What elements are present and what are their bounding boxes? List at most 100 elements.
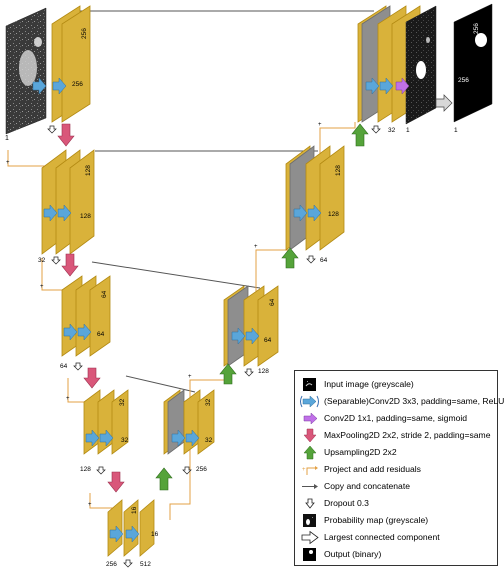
enc2-feature-maps (41, 149, 95, 255)
conv1x1-sigmoid-icon (303, 412, 318, 425)
legend-text: Probability map (greyscale) (324, 515, 429, 525)
legend-item-residual: + Project and add residuals (295, 462, 497, 477)
dec4-channels-label: 256 (196, 466, 207, 473)
enc3-channels-label: 64 (60, 363, 68, 370)
dec3-size-side-label: 64 (264, 337, 272, 344)
maxpool-arrow-2 (61, 253, 79, 277)
conv-arrow-input (32, 77, 47, 95)
legend-item-probability-map: Probability map (greyscale) (295, 513, 497, 528)
conv-arrow-dec3a (231, 327, 246, 345)
largest-component-arrow (435, 94, 453, 112)
legend-item-dropout: Dropout 0.3 (295, 496, 497, 511)
conv-arrow-bottleneck-a (109, 525, 124, 543)
upsample-arrow-1 (155, 467, 173, 491)
enc4-channels-label: 128 (80, 466, 91, 473)
probability-map-channels-label: 1 (406, 127, 410, 134)
dropout-arrow-dec1 (371, 125, 381, 134)
legend-text: Output (binary) (324, 549, 382, 559)
enc2-channels-label: 32 (38, 257, 46, 264)
legend-item-upsampling: Upsampling2D 2x2 (295, 445, 497, 460)
dec1-channels-label: 32 (388, 127, 396, 134)
input-channels-label: 1 (5, 135, 9, 142)
svg-text:+: + (302, 467, 306, 473)
conv-arrow-enc3b (77, 323, 92, 341)
output-binary-icon (303, 548, 316, 561)
conv-arrow-dec2b (307, 204, 322, 222)
legend-text: Copy and concatenate (324, 481, 411, 491)
output-channels-label: 1 (454, 127, 458, 134)
legend-text: Input image (greyscale) (324, 379, 414, 389)
sigmoid-conv-arrow (395, 77, 410, 95)
conv-arrow-enc1 (52, 77, 67, 95)
conv-arrow-enc4a (85, 429, 100, 447)
legend-item-input-image: Input image (greyscale) (295, 377, 497, 392)
bottleneck-in-label: 256 (106, 561, 117, 568)
legend-text: Upsampling2D 2x2 (324, 447, 397, 457)
enc1-feature-maps (51, 5, 91, 123)
legend-item-largest-component: Largest connected component (295, 530, 497, 545)
output-size-side-label: 256 (458, 77, 469, 84)
legend-item-separable-conv: (Separable)Conv2D 3x3, padding=same, ReL… (295, 394, 504, 409)
dropout-arrow-enc2 (51, 256, 61, 265)
dec3-feature-maps (223, 285, 279, 367)
conv-arrow-enc2b (57, 204, 72, 222)
dropout-arrow-enc1 (47, 125, 57, 134)
svg-text:+: + (40, 284, 44, 290)
maxpool-arrow-4 (107, 471, 125, 493)
dropout-arrow-dec3 (244, 368, 254, 377)
conv-arrow-enc2a (43, 204, 58, 222)
svg-text:+: + (66, 396, 70, 402)
legend: Input image (greyscale) (Separable)Conv2… (294, 370, 504, 566)
legend-text: (Separable)Conv2D 3x3, padding=same, ReL… (324, 396, 504, 406)
residual-plus-marks: + + + + + + + (6, 122, 322, 508)
input-image-icon (303, 378, 316, 391)
dropout-arrow-dec4 (182, 466, 192, 475)
residual-icon: + (302, 466, 318, 475)
conv-arrow-dec4b (185, 429, 200, 447)
enc3-feature-maps (61, 275, 111, 357)
input-image (5, 7, 47, 135)
conv-arrow-dec4a (171, 429, 186, 447)
output-size-top-label: 256 (473, 23, 480, 34)
svg-text:+: + (188, 374, 192, 380)
conv-arrows (32, 77, 394, 543)
legend-item-output: Output (binary) (295, 547, 497, 562)
upsample-arrow-4 (351, 123, 369, 147)
bottleneck-size-side-label: 16 (151, 531, 159, 538)
enc4-size-label: 32 (119, 398, 126, 406)
maxpool-icon (303, 428, 317, 443)
maxpool-arrow-3 (83, 367, 101, 389)
conv-arrow-enc4b (99, 429, 114, 447)
legend-text: Dropout 0.3 (324, 498, 369, 508)
dec4-size-label: 32 (205, 398, 212, 406)
legend-item-copy-concat: Copy and concatenate (295, 479, 497, 494)
svg-text:+: + (88, 502, 92, 508)
legend-text: MaxPooling2D 2x2, stride 2, padding=same (324, 430, 491, 440)
dropout-arrow-enc4 (96, 466, 106, 475)
enc3-size-label: 64 (101, 290, 108, 298)
dec4-size-side-label: 32 (205, 437, 213, 444)
legend-item-conv1x1: Conv2D 1x1, padding=same, sigmoid (295, 411, 497, 426)
conv-arrow-bottleneck-b (125, 525, 140, 543)
upsample-arrow-2 (219, 363, 237, 385)
dropout-arrow-bottleneck (123, 559, 133, 568)
conv-arrow-dec1b (379, 77, 394, 95)
largest-component-icon (301, 530, 319, 545)
upsampling-arrows (155, 123, 369, 491)
dec3-channels-label: 128 (258, 368, 269, 375)
bottleneck-size-label: 16 (131, 506, 138, 514)
svg-text:+: + (6, 160, 10, 166)
probability-map (405, 5, 437, 125)
legend-text: Largest connected component (324, 532, 440, 542)
dec2-feature-maps (285, 145, 345, 251)
bottleneck-feature-maps (107, 499, 155, 557)
legend-text: Conv2D 1x1, padding=same, sigmoid (324, 413, 468, 423)
enc1-size-label: 256 (81, 28, 88, 39)
conv-arrow-dec1a (365, 77, 380, 95)
output-image (453, 3, 493, 123)
enc2-size-side-label: 128 (80, 213, 91, 220)
dropout-icon (305, 498, 315, 509)
legend-item-maxpool: MaxPooling2D 2x2, stride 2, padding=same (295, 428, 497, 443)
svg-text:+: + (254, 244, 258, 250)
